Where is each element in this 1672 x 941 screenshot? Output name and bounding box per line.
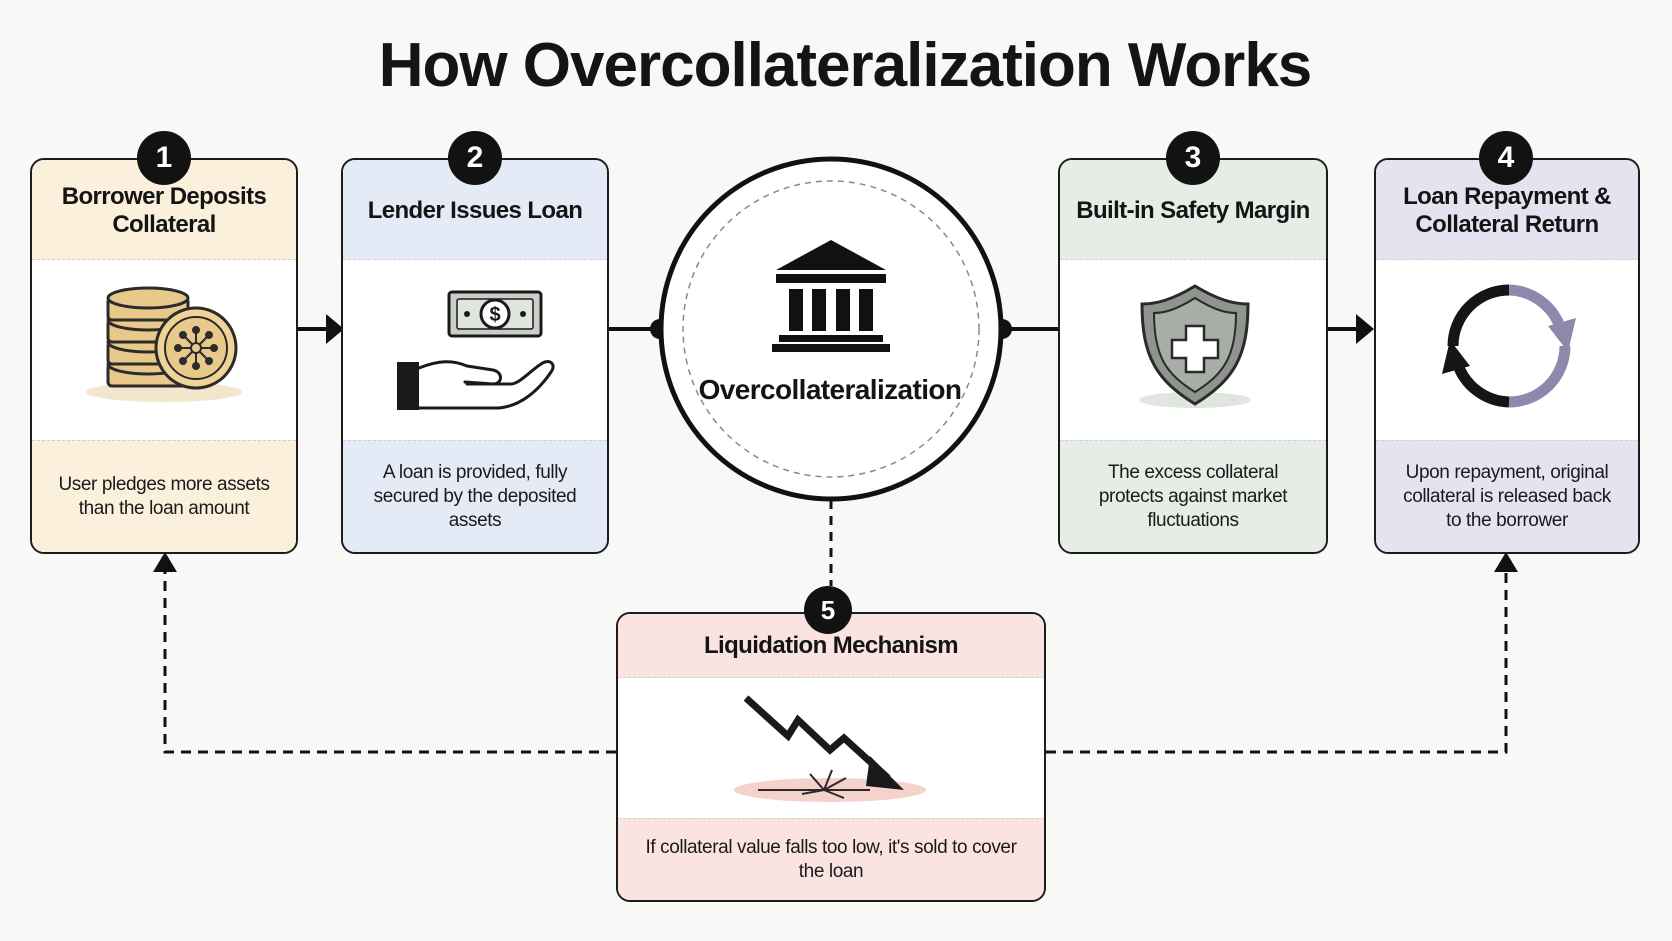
step-illustration <box>32 260 296 438</box>
step-card-4: Loan Repayment & Collateral Return Upon … <box>1374 158 1640 554</box>
shield-icon <box>1139 284 1251 408</box>
step-description: The excess collateral protects against m… <box>1060 440 1326 552</box>
step-illustration <box>618 678 1044 822</box>
bank-icon <box>772 240 890 352</box>
step-description: Upon repayment, original collateral is r… <box>1376 440 1638 552</box>
step-card-2: Lender Issues Loan $ A loan is provided,… <box>341 158 609 554</box>
arrow-step3-to-step4 <box>1328 314 1374 344</box>
hand-cash-icon: $ <box>397 290 555 410</box>
arrow-step1-to-step2 <box>298 314 344 344</box>
step-badge-3: 3 <box>1166 131 1220 185</box>
hub-label: Overcollateralization <box>698 374 962 405</box>
falling-chart-icon <box>734 695 926 802</box>
step-description: A loan is provided, fully secured by the… <box>343 440 607 552</box>
step-badge-1: 1 <box>137 131 191 185</box>
step-illustration <box>1060 260 1326 438</box>
step-badge-5: 5 <box>804 586 852 634</box>
step-badge-2: 2 <box>448 131 502 185</box>
step-illustration: $ <box>343 260 607 438</box>
step-card-3: Built-in Safety Margin The excess collat… <box>1058 158 1328 554</box>
step-badge-4: 4 <box>1479 131 1533 185</box>
coins-icon <box>86 286 242 402</box>
step-card-1: Borrower Deposits Collateral <box>30 158 298 554</box>
step-title: Liquidation Mechanism <box>618 614 1044 678</box>
hub-circle <box>658 156 1004 502</box>
cycle-arrows-icon <box>1442 284 1576 408</box>
svg-text:$: $ <box>489 304 500 326</box>
dashed-step5-to-step1 <box>153 552 616 754</box>
dashed-step5-to-step4 <box>1046 552 1518 754</box>
step-description: If collateral value falls too low, it's … <box>618 818 1044 900</box>
page-title: How Overcollateralization Works <box>378 31 1313 100</box>
step-card-5: Liquidation Mechanism If collateral valu… <box>616 612 1046 902</box>
step-illustration <box>1376 260 1638 438</box>
step-description: User pledges more assets than the loan a… <box>32 440 296 552</box>
